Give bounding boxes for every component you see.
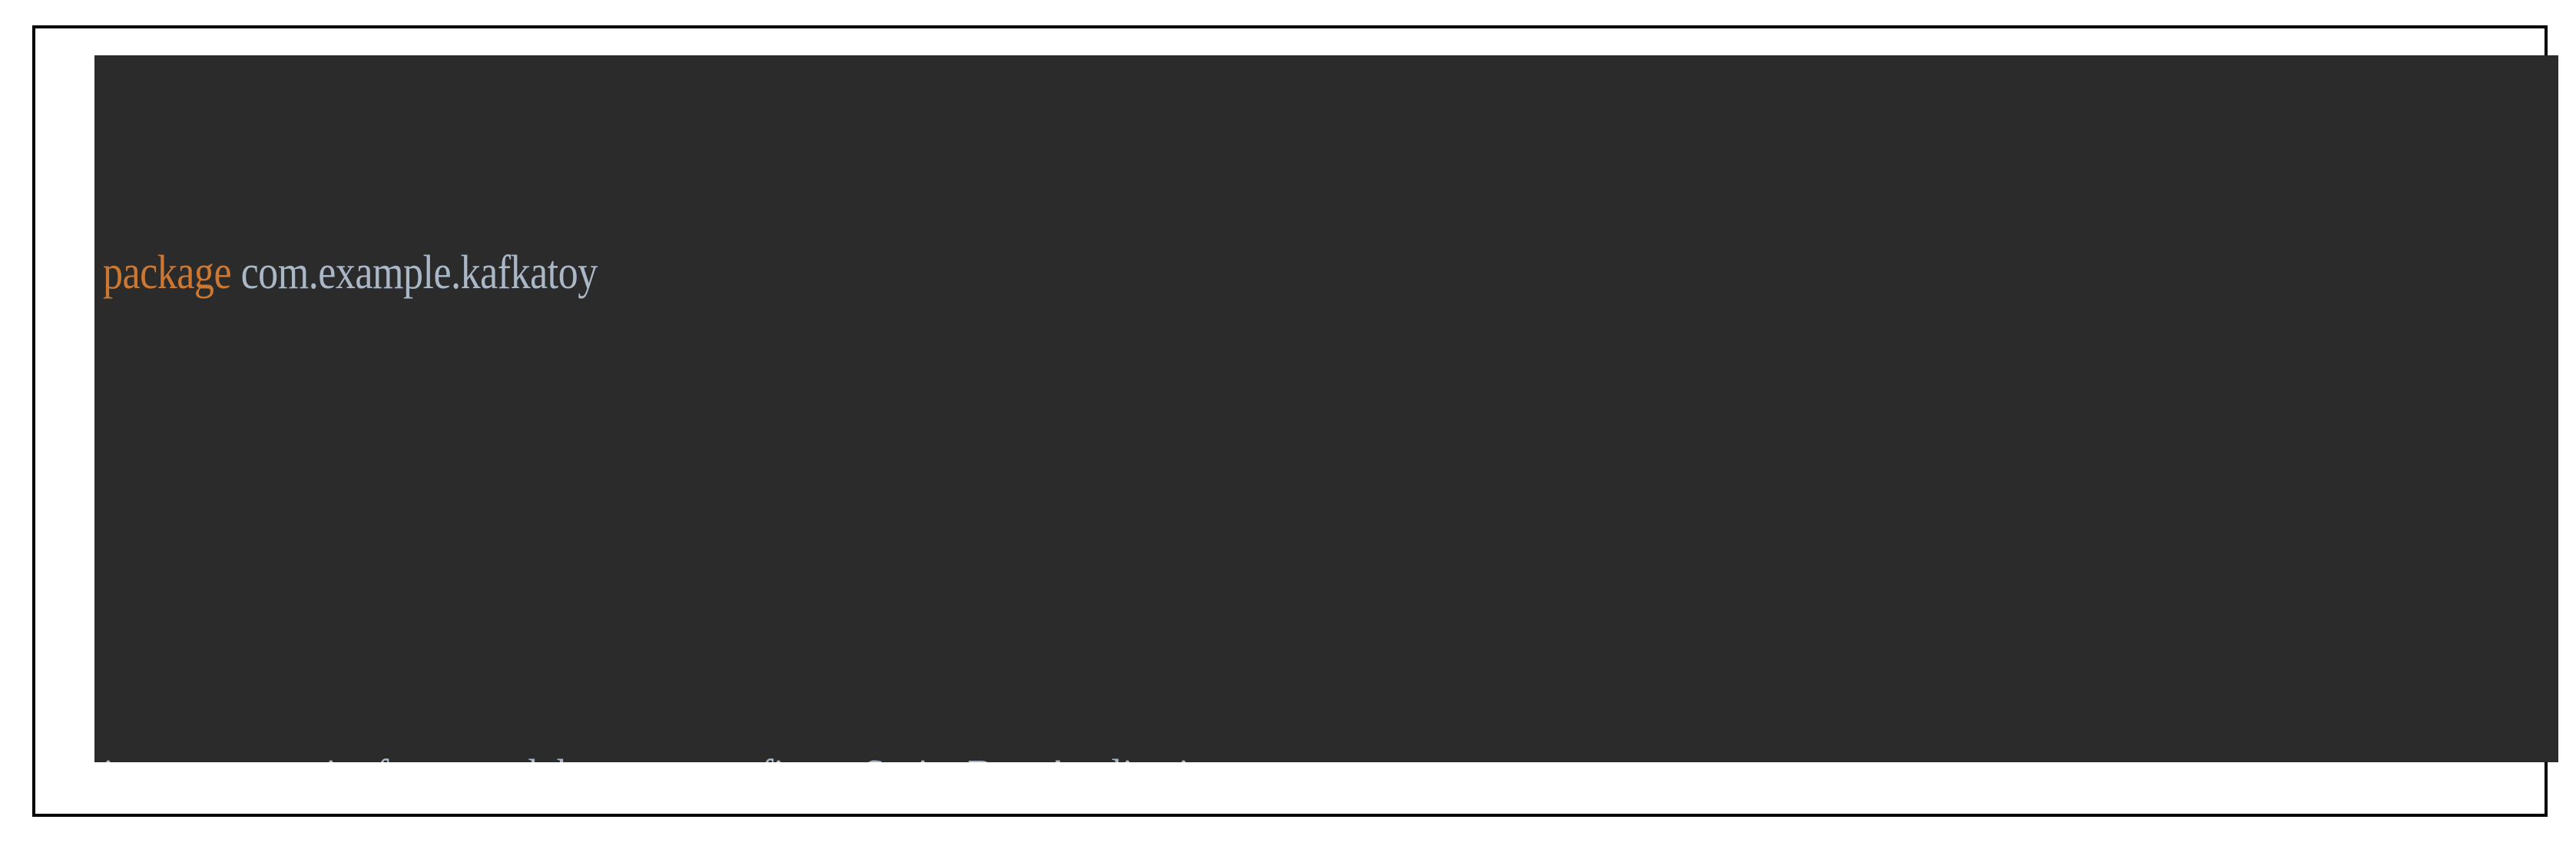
code-line-blank <box>103 493 1228 556</box>
code-source-text[interactable]: package com.example.kafkatoy import org.… <box>103 55 1229 762</box>
code-block-frame: package com.example.kafkatoy import org.… <box>32 25 2558 817</box>
keyword-token: package <box>103 247 232 299</box>
code-token: com.example.kafkatoy <box>231 247 598 299</box>
code-line: import org.springframework.boot.autoconf… <box>103 745 1229 762</box>
code-line: package com.example.kafkatoy <box>103 241 1228 304</box>
code-token: import org.springframework.boot.autoconf… <box>103 751 1229 762</box>
code-editor-panel[interactable]: package com.example.kafkatoy import org.… <box>94 55 2558 762</box>
